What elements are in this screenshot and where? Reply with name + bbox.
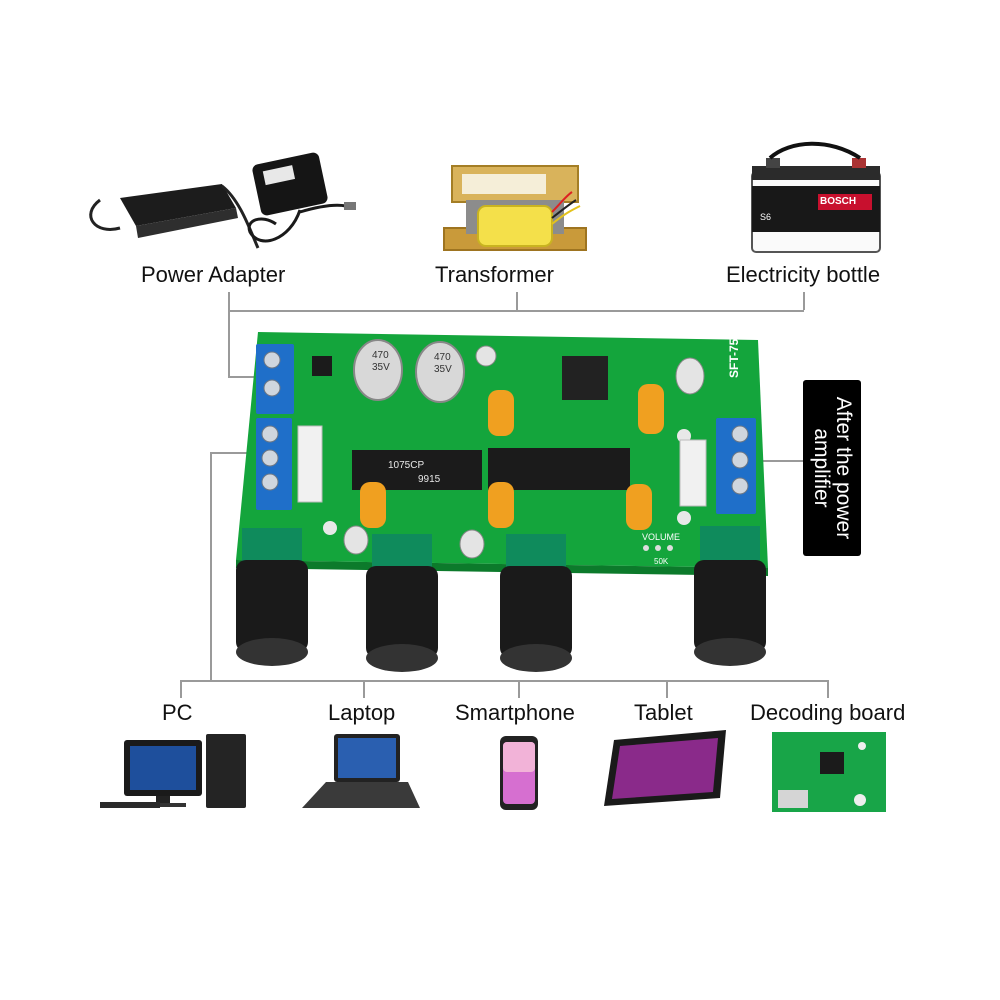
top-bus-drop-right	[803, 292, 805, 310]
label-electricity-bottle: Electricity bottle	[726, 262, 881, 287]
top-bus-line	[228, 310, 804, 312]
laptop-image	[302, 734, 420, 808]
decoding-board-image	[772, 732, 886, 812]
bottom-tick-smartphone	[518, 680, 520, 698]
battery-brand: BOSCH	[820, 196, 856, 207]
label-transformer: Transformer	[435, 262, 554, 287]
label-decoding-board: Decoding board	[750, 700, 906, 725]
pc-image	[100, 734, 246, 808]
cap-label-2: 470	[434, 352, 451, 363]
chip-marking: 1075CP	[388, 460, 424, 471]
battery-model: S6	[760, 212, 771, 222]
transformer-image	[443, 165, 587, 251]
label-smartphone: Smartphone	[455, 700, 575, 725]
label-laptop: Laptop	[328, 700, 396, 725]
output-label-box: After the power amplifier	[803, 380, 861, 556]
cap-voltage-1: 35V	[372, 362, 390, 373]
label-pc: PC	[162, 700, 193, 725]
board-model: SFT-7536	[727, 325, 741, 378]
pot-silkscreen: 50K	[654, 557, 669, 566]
bottom-tick-tablet	[666, 680, 668, 698]
amplifier-board	[236, 332, 768, 672]
power-adapter-image	[89, 152, 356, 249]
bottom-tick-pc	[180, 680, 182, 698]
smartphone-image	[500, 736, 538, 810]
battery-image	[751, 141, 881, 253]
cap-label-1: 470	[372, 350, 389, 361]
bottom-bus-to-terminal	[210, 452, 254, 454]
bottom-tick-decoding	[827, 680, 829, 698]
top-bus-drop-left	[228, 292, 230, 376]
cap-voltage-2: 35V	[434, 364, 452, 375]
top-bus-to-terminal	[228, 376, 256, 378]
bottom-bus-drop	[210, 452, 212, 682]
bottom-bus-line	[180, 680, 828, 682]
label-power-adapter: Power Adapter	[141, 262, 286, 287]
tablet-image	[604, 730, 726, 806]
volume-silkscreen: VOLUME	[642, 532, 680, 542]
label-tablet: Tablet	[634, 700, 693, 725]
bottom-tick-laptop	[363, 680, 365, 698]
output-line	[752, 460, 804, 462]
output-label: After the power amplifier	[810, 396, 855, 540]
top-bus-drop-mid	[516, 292, 518, 310]
chip-code: 9915	[418, 474, 441, 485]
